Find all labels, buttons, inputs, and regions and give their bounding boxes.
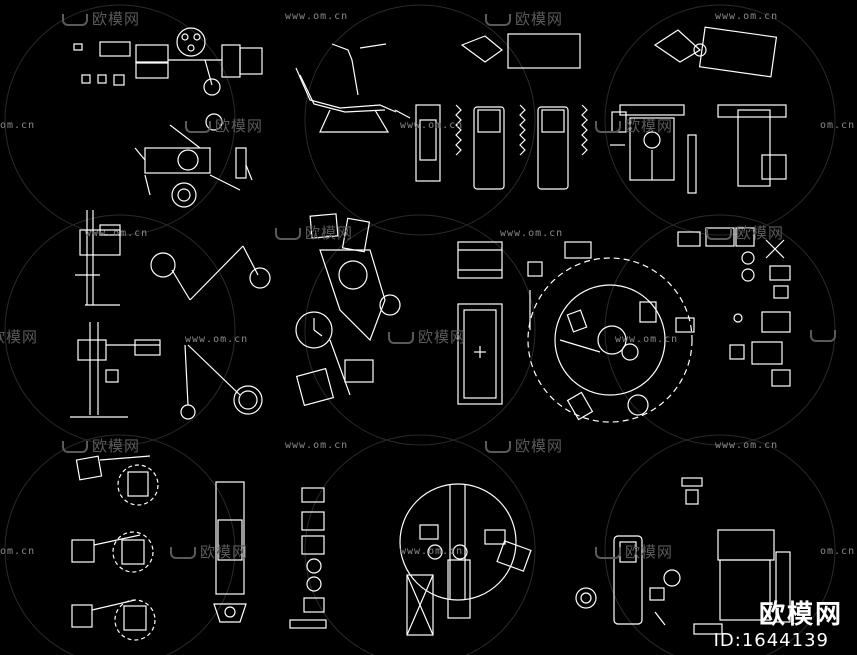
corner-id-label: ID:1644139 bbox=[713, 630, 829, 651]
watermark-url: www.om.cn bbox=[500, 228, 564, 239]
watermark-brand: 欧模网 bbox=[275, 222, 353, 243]
watermark-url: www.om.cn bbox=[400, 120, 464, 131]
lamp-arm bbox=[150, 245, 271, 301]
corner-brand-logo: 欧模网 bbox=[758, 600, 843, 630]
dental-chair-side bbox=[295, 43, 411, 133]
watermark-brand: 欧模网 bbox=[62, 435, 140, 456]
operating-table-top bbox=[610, 104, 787, 194]
watermark-url: www.om.cn bbox=[285, 440, 349, 451]
operating-room-plan bbox=[527, 241, 695, 423]
watermark-brand: 欧模网 bbox=[170, 541, 248, 562]
sofa-logo-icon bbox=[185, 120, 211, 133]
watermark-brand: 欧模网 bbox=[0, 328, 39, 346]
watermark-url: www.om.cn bbox=[185, 334, 249, 345]
sofa-logo-icon bbox=[595, 546, 621, 559]
watermark-brand bbox=[810, 326, 840, 344]
sofa-logo-icon bbox=[706, 227, 732, 240]
lamp-pendulum bbox=[180, 344, 263, 420]
operating-light-complex bbox=[399, 483, 532, 636]
watermark-url: om.cn bbox=[0, 120, 36, 131]
cabinet-and-beds bbox=[415, 104, 588, 190]
sofa-logo-icon bbox=[170, 546, 196, 559]
equipment-right-column bbox=[677, 227, 791, 387]
dental-arm-unit bbox=[134, 113, 253, 208]
sofa-logo-icon bbox=[62, 440, 88, 453]
stacked-items bbox=[289, 487, 327, 629]
wheelchair-top-right bbox=[653, 26, 778, 78]
sofa-logo-icon bbox=[485, 13, 511, 26]
watermark-url: www.om.cn bbox=[615, 334, 679, 345]
dental-unit-top-left bbox=[73, 27, 263, 96]
watermark-url: om.cn bbox=[820, 546, 856, 557]
watermark-brand: 欧模网 bbox=[485, 8, 563, 29]
sofa-logo-icon bbox=[485, 440, 511, 453]
sofa-logo-icon bbox=[388, 331, 414, 344]
watermark-brand: 欧模网 bbox=[595, 541, 673, 562]
dental-chair-bottom-right bbox=[575, 477, 791, 635]
watermark-url: www.om.cn bbox=[400, 546, 464, 557]
watermark-url: om.cn bbox=[0, 546, 36, 557]
watermark-brand: 欧模网 bbox=[595, 115, 673, 136]
stretcher-mid bbox=[457, 241, 503, 405]
watermark-url: www.om.cn bbox=[715, 440, 779, 451]
sofa-logo-icon bbox=[62, 13, 88, 26]
watermark-url: www.om.cn bbox=[285, 11, 349, 22]
watermark-url: www.om.cn bbox=[85, 228, 149, 239]
watermark-brand: 欧模网 bbox=[706, 222, 784, 243]
watermark-brand: 欧模网 bbox=[185, 115, 263, 136]
watermark-brand: 欧模网 bbox=[388, 326, 466, 347]
sofa-logo-icon bbox=[595, 120, 621, 133]
sofa-logo-icon bbox=[810, 329, 836, 342]
watermark-url: om.cn bbox=[820, 120, 856, 131]
watermark-brand: 欧模网 bbox=[62, 8, 140, 29]
xray-machine-lower-left bbox=[70, 322, 161, 418]
tall-cabinet bbox=[213, 481, 247, 623]
watermark-url: www.om.cn bbox=[715, 11, 779, 22]
watermark-brand: 欧模网 bbox=[485, 435, 563, 456]
sofa-logo-icon bbox=[275, 227, 301, 240]
dental-units-bottom-left bbox=[71, 455, 159, 641]
wheelchair-top bbox=[460, 33, 581, 69]
xray-stand bbox=[75, 210, 121, 306]
dental-chair-plan bbox=[295, 213, 401, 407]
